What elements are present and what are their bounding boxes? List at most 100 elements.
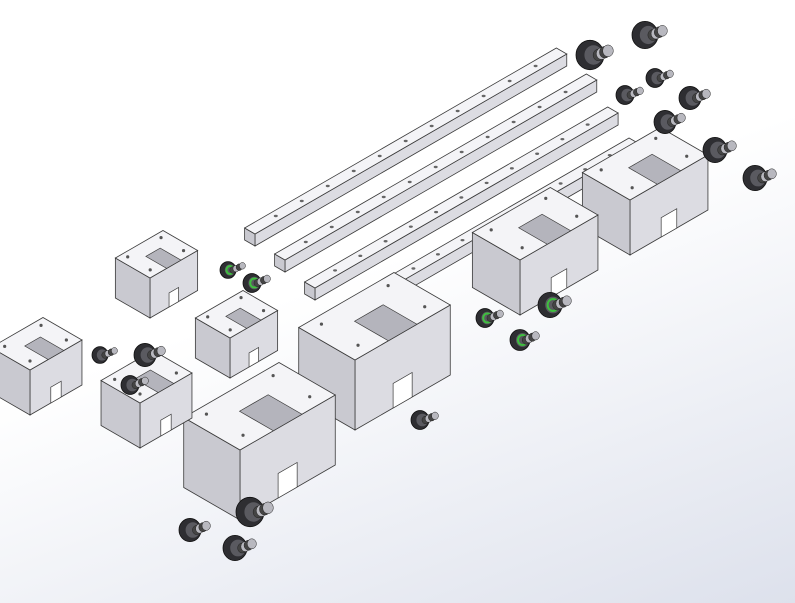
cam-follower-2[interactable] [575,39,614,71]
bolt-hole [138,392,142,396]
mount-hole [333,269,338,272]
thread [561,295,572,307]
thread [262,501,274,514]
cam-follower-14[interactable] [475,308,504,328]
rail-1[interactable] [243,47,568,247]
rail-2[interactable] [273,73,598,273]
bolt-hole [181,249,186,253]
bolt-hole [204,412,209,416]
thread [496,309,504,318]
mount-hole [381,195,386,199]
mount-hole [411,267,416,270]
mount-hole [459,150,464,154]
thread [246,538,257,550]
cam-follower-20[interactable] [410,410,439,430]
bolt-hole [64,338,68,342]
mount-hole [355,210,360,214]
bolt-hole [685,154,689,158]
thread [263,274,271,283]
cam-follower-5[interactable] [678,86,711,110]
bolt-hole [239,296,243,300]
cam-follower-17[interactable] [178,518,211,542]
bolt-hole [423,305,427,309]
bolt-hole [3,344,7,348]
mount-hole [303,240,308,244]
cam-follower-6[interactable] [653,110,686,134]
mount-hole [509,167,514,170]
bolt-hole [386,284,390,288]
notch [248,346,259,368]
bolt-hole [654,136,658,140]
large-block-1[interactable] [581,127,709,256]
small-block-1-body[interactable] [114,230,199,319]
cam-follower-13[interactable] [120,375,149,395]
mount-hole [408,225,413,228]
thread [636,86,644,95]
small-block-3[interactable] [0,317,83,416]
mount-hole [358,254,363,258]
cam-follower-16[interactable] [537,291,572,318]
mount-hole [325,184,330,188]
cam-follower-8[interactable] [742,164,777,191]
cam-follower-4[interactable] [615,85,644,105]
thread [141,376,149,385]
cam-follower-10[interactable] [242,273,271,293]
bolt-hole [319,322,324,326]
cam-follower-3[interactable] [645,68,674,88]
bolt-hole [28,359,32,363]
bolt-hole [241,433,245,437]
mount-hole [535,152,540,155]
notch [160,413,172,437]
cam-follower-18[interactable] [222,535,257,562]
large-block-2-body[interactable] [471,187,599,316]
mount-hole [273,214,278,218]
thread [602,44,614,57]
thread [531,331,540,341]
thread [676,112,686,123]
small-block-2[interactable] [194,290,279,379]
thread [111,347,118,355]
bolt-hole [148,268,152,272]
thread [666,69,674,78]
bolt-hole [308,395,312,399]
mount-hole [560,137,565,141]
bolt-hole [113,377,117,381]
cam-follower-15[interactable] [509,329,540,351]
bolt-hole [228,328,232,332]
bolt-hole [599,168,603,172]
mount-hole [433,165,438,169]
small-block-2-body[interactable] [194,290,279,379]
cam-follower-19[interactable] [235,496,274,528]
cam-follower-9[interactable] [219,261,246,279]
cam-follower-1[interactable] [631,20,668,50]
cam-follower-11[interactable] [91,346,118,364]
bolt-hole [630,186,634,190]
mount-hole [351,169,356,173]
mount-hole [558,182,563,185]
large-block-4-body[interactable] [182,362,337,521]
slot [225,307,262,329]
large-block-1-body[interactable] [581,127,709,256]
slot [628,153,682,185]
mount-hole [435,253,440,256]
bolt-hole [544,196,548,200]
mount-hole [563,90,568,94]
cam-follower-12[interactable] [133,343,166,367]
cam-follower-7[interactable] [702,136,737,163]
mount-hole [299,199,304,203]
bolt-hole [356,343,360,347]
face-side [0,352,31,416]
slot [238,394,303,432]
mount-hole [459,196,464,199]
rail-3[interactable] [303,106,619,301]
notch [660,208,678,238]
small-block-3-body[interactable] [0,317,83,416]
bolt-hole [520,246,524,250]
bolt-hole [126,255,130,259]
thread [657,25,668,37]
small-block-1[interactable] [114,230,199,319]
large-block-2[interactable] [471,187,599,316]
large-block-4[interactable] [182,362,337,521]
